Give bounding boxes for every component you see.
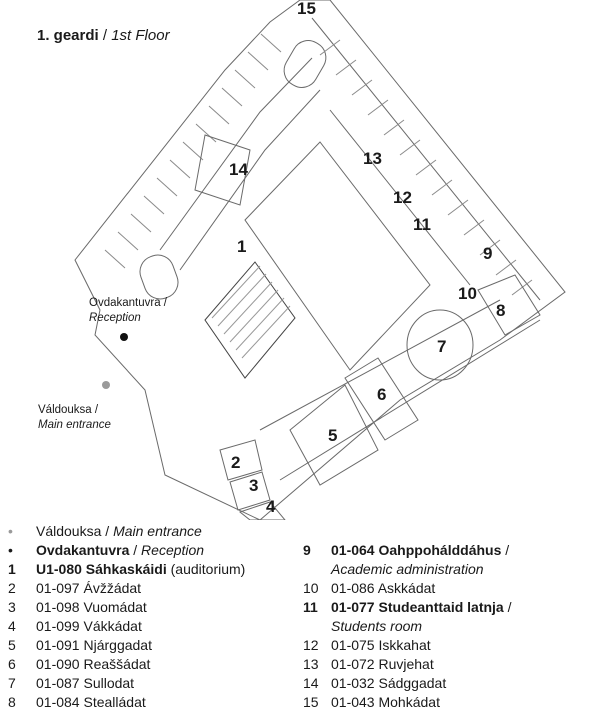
room-13-number: 13 xyxy=(363,149,382,168)
floor-title-sub: 1st Floor xyxy=(111,27,170,44)
legend-item: • Váldouksa / Main entrance xyxy=(8,523,202,539)
room-6-number: 6 xyxy=(377,385,386,404)
legend-left: • Váldouksa / Main entrance • Ovdakantuv… xyxy=(8,522,298,712)
legend-right: 9 01-064 Oahppohálddáhus / Academic admi… xyxy=(303,541,591,712)
reception-bullet: • xyxy=(8,542,13,558)
room-7-shape xyxy=(406,309,474,381)
room-1-number: 1 xyxy=(237,237,246,256)
main-entrance-label: Váldouksa / Main entrance xyxy=(38,404,111,431)
main-entrance-dot xyxy=(102,381,110,389)
reception-dot xyxy=(120,333,128,341)
room-2-number: 2 xyxy=(231,453,240,472)
legend-item: 9 01-064 Oahppohálddáhus / xyxy=(303,542,510,558)
room-14-number: 14 xyxy=(229,160,248,179)
legend-item: 1 U1-080 Sáhkaskáidi (auditorium) xyxy=(8,561,246,577)
floor-title: 1. geardi / 1st Floor xyxy=(37,27,170,44)
courtyard xyxy=(244,141,431,371)
floor-title-main: 1. geardi xyxy=(37,27,99,44)
floor-plan-map: 1 2 3 4 5 6 7 8 9 10 11 12 13 14 15 xyxy=(74,0,566,520)
building-outline xyxy=(74,0,566,520)
reception-label: Ovdakantuvra / Reception xyxy=(89,297,167,324)
room-9-number: 9 xyxy=(483,244,492,263)
legend-item: • Ovdakantuvra / Reception xyxy=(8,542,205,558)
room-15-number: 15 xyxy=(297,0,316,18)
room-7-number: 7 xyxy=(437,337,446,356)
room-3-number: 3 xyxy=(249,476,258,495)
legend-item: 11 01-077 Studeanttaid latnja / xyxy=(303,599,512,615)
room-number-labels: 1 2 3 4 5 6 7 8 9 10 11 12 13 14 15 xyxy=(229,0,505,516)
room-11-number: 11 xyxy=(413,215,431,234)
room-8-number: 8 xyxy=(496,301,505,320)
room-12-number: 12 xyxy=(393,188,412,207)
room-5-number: 5 xyxy=(328,426,337,445)
entrance-bullet: • xyxy=(8,523,13,539)
room-10-number: 10 xyxy=(458,284,477,303)
room-4-number: 4 xyxy=(266,497,276,516)
